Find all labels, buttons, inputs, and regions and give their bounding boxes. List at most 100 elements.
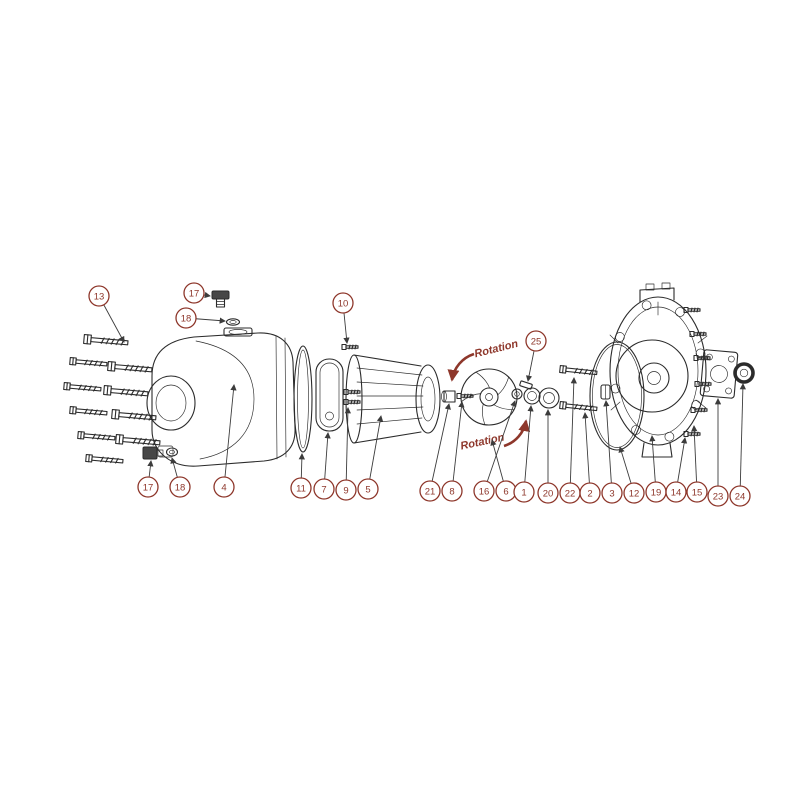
callout-balloon-11: [290, 477, 312, 499]
drain-plug: [142, 446, 164, 460]
callout-balloon-25: [525, 330, 547, 352]
shaft-key: [519, 380, 533, 390]
callout-balloon-5: [357, 478, 379, 500]
callout-13: 13: [88, 285, 125, 343]
callout-balloon-17: [137, 476, 159, 498]
callout-balloon-17: [183, 282, 205, 304]
diffuser: [345, 354, 441, 444]
callout-number-14: 14: [671, 487, 682, 498]
callout-number-24: 24: [735, 491, 746, 502]
callout-leader-21: [429, 403, 451, 492]
callout-balloon-14: [665, 481, 687, 503]
callout-6: 6: [490, 439, 517, 502]
callout-10: 10: [332, 292, 354, 344]
callout-12: 12: [618, 446, 645, 504]
callout-3: 3: [601, 400, 623, 504]
callout-number-25: 25: [531, 336, 542, 347]
callout-19: 19: [645, 435, 667, 503]
callout-number-2: 2: [587, 488, 592, 499]
callout-leader-24: [739, 383, 747, 497]
callout-21: 21: [419, 403, 451, 502]
callout-18: 18: [175, 307, 226, 329]
callout-number-4: 4: [221, 482, 226, 493]
callout-balloon-20: [537, 482, 559, 504]
casing-bolts: [63, 333, 161, 466]
callout-leader-3: [603, 400, 613, 494]
callout-balloon-15: [686, 481, 708, 503]
callout-balloon-13: [88, 285, 110, 307]
callout-leader-1: [523, 405, 534, 493]
slinger: [600, 384, 611, 400]
callout-number-3: 3: [609, 488, 614, 499]
sealing-washer-top: [225, 318, 241, 326]
shaft-seal: [733, 362, 755, 384]
callout-7: 7: [313, 432, 335, 500]
callout-balloon-23: [707, 485, 729, 507]
callout-number-10: 10: [338, 298, 349, 309]
bolt-10: [341, 343, 359, 351]
casing-oring: [293, 345, 313, 453]
callout-17: 17: [183, 282, 211, 304]
callout-balloon-1: [513, 481, 535, 503]
callout-8: 8: [441, 401, 465, 502]
callout-leader-15: [691, 425, 698, 493]
callout-number-13: 13: [94, 291, 105, 302]
callout-25: 25: [525, 330, 547, 382]
callout-number-6: 6: [503, 486, 508, 497]
callout-balloon-3: [601, 482, 623, 504]
callout-balloon-16: [473, 480, 495, 502]
callout-17: 17: [137, 460, 159, 498]
callout-number-20: 20: [543, 488, 554, 499]
callout-balloon-12: [623, 482, 645, 504]
callout-15: 15: [686, 425, 708, 503]
impeller: [460, 368, 518, 426]
callout-leader-4: [223, 384, 237, 488]
callout-leader-2: [582, 412, 591, 494]
callout-24: 24: [729, 383, 751, 507]
callout-balloon-9: [335, 479, 357, 501]
callout-number-22: 22: [565, 488, 576, 499]
callout-leader-16: [483, 400, 517, 492]
callout-leader-8: [451, 401, 465, 492]
callout-number-18: 18: [181, 313, 192, 324]
shaft-sleeve: [441, 390, 456, 403]
callout-leader-9: [344, 407, 352, 491]
callout-balloon-24: [729, 485, 751, 507]
callout-balloon-7: [313, 478, 335, 500]
drain-washer: [165, 447, 179, 457]
callout-balloon-2: [579, 482, 601, 504]
callout-16: 16: [473, 400, 517, 502]
callout-number-15: 15: [692, 487, 703, 498]
callout-number-18: 18: [175, 482, 186, 493]
bracket-oring: [589, 341, 645, 451]
callout-number-9: 9: [343, 485, 348, 496]
callout-balloon-21: [419, 480, 441, 502]
rotation-label-top: Rotation: [473, 338, 519, 361]
callout-1: 1: [513, 405, 535, 503]
callout-5: 5: [357, 415, 384, 500]
callout-number-16: 16: [479, 486, 490, 497]
callout-number-21: 21: [425, 486, 436, 497]
callout-number-17: 17: [143, 482, 154, 493]
callout-number-12: 12: [629, 488, 640, 499]
motor-bracket: [609, 282, 708, 458]
callout-14: 14: [665, 437, 688, 503]
callout-20: 20: [537, 409, 559, 504]
callout-balloon-10: [332, 292, 354, 314]
callout-9: 9: [335, 407, 357, 501]
rotation-arrow-top: [447, 352, 475, 382]
callout-11: 11: [290, 453, 312, 499]
callout-number-17: 17: [189, 288, 200, 299]
pipe-plug-top: [211, 290, 230, 308]
callout-leader-5: [367, 415, 384, 490]
wear-plate: [315, 358, 344, 432]
callout-number-5: 5: [365, 484, 370, 495]
callout-leader-22: [569, 377, 577, 494]
callout-23: 23: [707, 398, 729, 507]
rotation-arrow-bottom: [503, 419, 531, 448]
callout-balloon-4: [213, 476, 235, 498]
callout-18: 18: [169, 457, 191, 498]
callout-balloon-8: [441, 480, 463, 502]
